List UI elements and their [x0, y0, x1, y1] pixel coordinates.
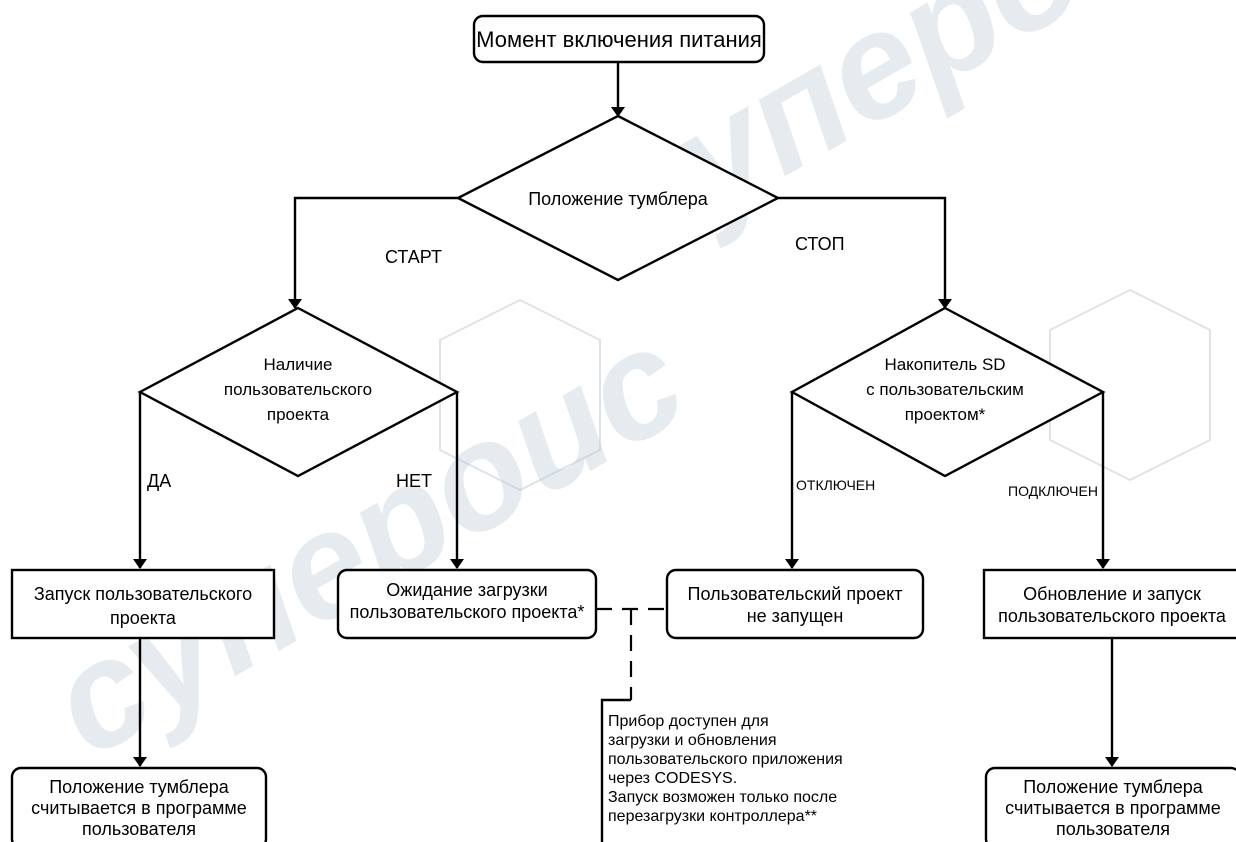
read-right-label-line: считывается в программе: [1005, 798, 1221, 818]
note-label-line: перезагрузки контроллера**: [608, 808, 817, 825]
watermark-gear-icon: [439, 298, 601, 492]
read-left-label-line: считывается в программе: [31, 798, 247, 818]
node-labels: Момент включения питания Положение тумбл…: [31, 27, 1227, 839]
sd-decision-label-line: Накопитель SD: [884, 355, 1005, 374]
note-label-line: загрузки и обновления: [608, 732, 777, 749]
run-project-node: [10, 568, 276, 640]
note-label-line: пользовательского приложения: [608, 751, 843, 768]
read-left-label-line: пользователя: [82, 819, 196, 839]
shapes: [10, 14, 1236, 842]
switch-decision-label-line: Положение тумблера: [528, 189, 709, 209]
project-decision-label-line: пользовательского: [224, 380, 372, 399]
disconnected-label: ОТКЛЮЧЕН: [796, 477, 875, 493]
connectors: [133, 62, 1119, 842]
note-label: Прибор доступен для загрузки и обновления…: [608, 713, 843, 825]
edge-switch-stop: [778, 196, 952, 309]
run-project-label-line: проекта: [110, 608, 177, 628]
project-decision-label-line: Наличие: [264, 355, 333, 374]
start-node: [472, 14, 766, 64]
stop-branch-label: СТОП: [795, 234, 845, 254]
read-right-label-line: пользователя: [1056, 819, 1170, 839]
project-decision-label: Наличие пользовательского проекта: [224, 355, 372, 424]
connected-label: ПОДКЛЮЧЕН: [1008, 483, 1098, 499]
switch-decision-label: Положение тумблера: [528, 189, 709, 209]
wait-load-label-line: Ожидание загрузки: [386, 580, 547, 600]
sd-decision-label-line: с пользовательским: [866, 380, 1024, 399]
note-label-line: Запуск возможен только после: [608, 789, 837, 806]
start-label: Момент включения питания: [476, 27, 762, 52]
sd-decision-label: Накопитель SD с пользовательским проектом*: [866, 355, 1024, 424]
watermark-gear-icon-right: [1049, 288, 1211, 482]
start-label-line: Момент включения питания: [476, 27, 762, 52]
read-right-label-line: Положение тумблера: [1023, 777, 1204, 797]
not-started-label-line: Пользовательский проект: [688, 584, 903, 604]
note-label-line: Прибор доступен для: [608, 713, 769, 730]
start-branch-label: СТАРТ: [385, 247, 442, 267]
wait-load-node: [336, 568, 598, 640]
no-label: НЕТ: [396, 471, 432, 491]
edge-labels: СТАРТ СТОП ДА НЕТ ОТКЛЮЧЕН ПОДКЛЮЧЕН: [147, 234, 1098, 499]
switch-decision-node: [455, 114, 781, 282]
edge-switch-start: [288, 196, 458, 309]
note-label-line: через CODESYS.: [608, 770, 737, 787]
sd-decision-node: [789, 306, 1106, 478]
sd-decision-label-line: проектом*: [905, 405, 986, 424]
not-started-label-line: не запущен: [747, 606, 844, 626]
update-run-node: [982, 568, 1236, 640]
project-decision-node: [137, 306, 460, 478]
update-run-label-line: пользовательского проекта: [998, 606, 1227, 626]
yes-label: ДА: [147, 471, 171, 491]
note-bracket: [600, 698, 631, 842]
update-run-label-line: Обновление и запуск: [1023, 584, 1201, 604]
wait-load-label-line: пользовательского проекта*: [350, 602, 585, 622]
read-left-node: [10, 766, 268, 842]
not-started-node: [665, 568, 925, 640]
run-project-label-line: Запуск пользовательского: [34, 584, 252, 604]
run-project-label: Запуск пользовательского проекта: [34, 584, 252, 628]
project-decision-label-line: проекта: [267, 405, 330, 424]
read-right-node: [984, 766, 1236, 842]
read-left-label-line: Положение тумблера: [49, 777, 230, 797]
